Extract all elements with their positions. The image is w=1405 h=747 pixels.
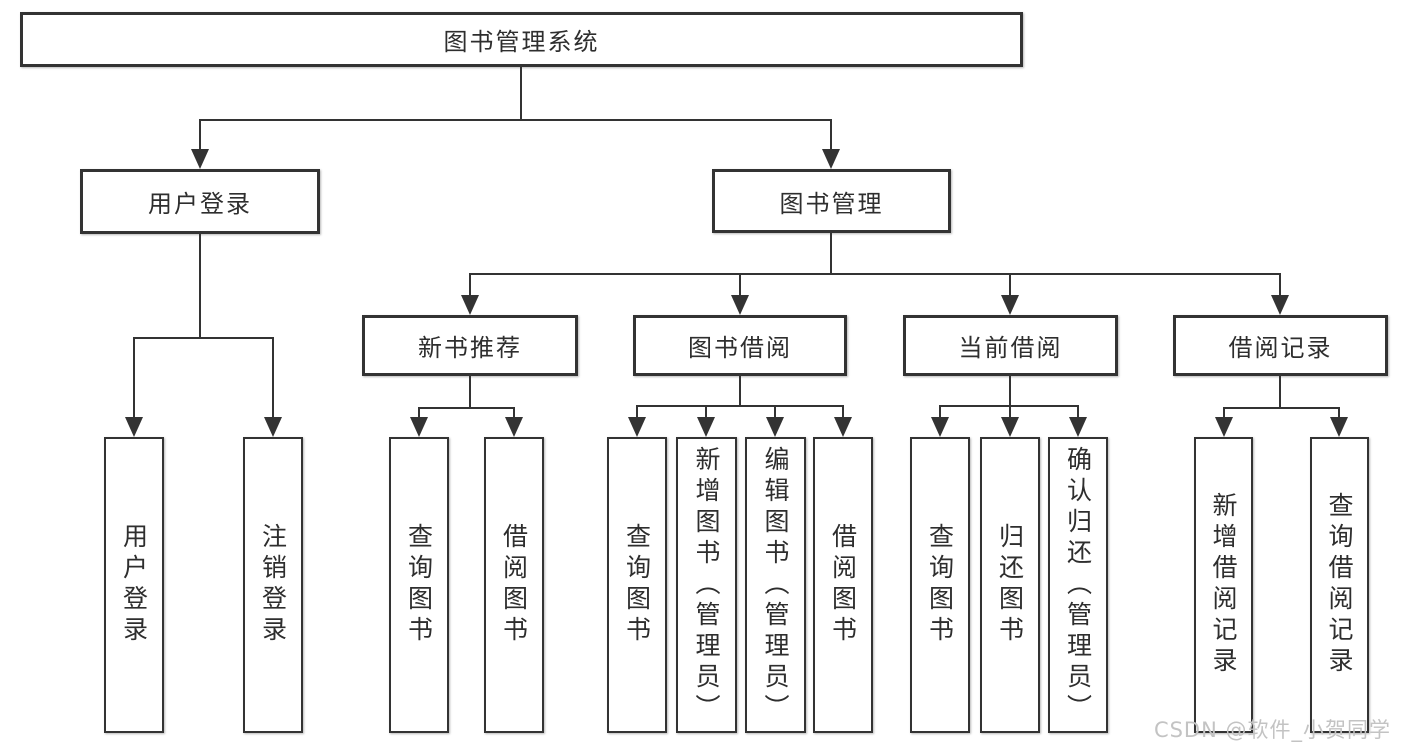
arrow-down-icon [505,417,523,437]
leaf-borrow-books-borrowing: 借阅图书 [813,437,873,733]
connector-line [830,119,832,151]
connector-line [636,405,844,407]
arrow-down-icon [1069,417,1087,437]
arrow-down-icon [191,149,209,169]
connector-line [705,405,707,419]
arrow-down-icon [410,417,428,437]
arrow-down-icon [1330,417,1348,437]
connector-line [272,337,274,419]
arrow-down-icon [1215,417,1233,437]
leaf-add-book-admin: 新增图书（管理员） [676,437,737,733]
node-user-login: 用户登录 [80,169,320,234]
node-new-book-recommendation: 新书推荐 [362,315,578,376]
connector-line [133,337,274,339]
connector-line [418,407,514,409]
connector-line [1009,405,1011,419]
arrow-down-icon [834,417,852,437]
leaf-user-login-label: 用户登录 [119,523,149,647]
connector-line [199,119,201,151]
leaf-user-login: 用户登录 [104,437,164,733]
arrow-down-icon [931,417,949,437]
leaf-return-book: 归还图书 [980,437,1040,733]
connector-line [418,407,420,419]
leaf-add-borrow-record: 新增借阅记录 [1194,437,1253,733]
leaf-query-borrow-record: 查询借阅记录 [1310,437,1369,733]
node-current-borrowing: 当前借阅 [903,315,1118,376]
leaf-borrow-books-borrowing-label: 借阅图书 [828,523,858,647]
arrow-down-icon [766,417,784,437]
connector-line [1223,407,1225,419]
leaf-query-books-borrowing: 查询图书 [607,437,667,733]
connector-line [830,233,832,273]
leaf-confirm-return-admin-label: 确认归还（管理员） [1063,445,1093,725]
arrow-down-icon [1001,295,1019,315]
node-library-management-system: 图书管理系统 [20,12,1023,67]
arrow-down-icon [125,417,143,437]
arrow-down-icon [1001,417,1019,437]
leaf-logout-label: 注销登录 [258,523,288,647]
leaf-add-book-admin-label: 新增图书（管理员） [692,445,721,725]
arrow-down-icon [697,417,715,437]
arrow-down-icon [461,295,479,315]
leaf-confirm-return-admin: 确认归还（管理员） [1048,437,1108,733]
arrow-down-icon [1271,295,1289,315]
leaf-query-books-recommendation-label: 查询图书 [404,523,434,647]
leaf-query-books-current-label: 查询图书 [925,523,955,647]
watermark: CSDN @软件_小贺同学 [1153,718,1391,742]
connector-line [469,376,471,407]
connector-line [1223,407,1339,409]
connector-line [1077,405,1079,419]
connector-line [739,273,741,297]
leaf-query-books-borrowing-label: 查询图书 [622,523,652,647]
leaf-edit-book-admin-label: 编辑图书（管理员） [761,445,790,725]
arrow-down-icon [628,417,646,437]
leaf-logout: 注销登录 [243,437,303,733]
leaf-return-book-label: 归还图书 [995,523,1025,647]
connector-line [133,337,135,419]
leaf-query-books-current: 查询图书 [910,437,970,733]
connector-line [939,405,941,419]
connector-line [1279,376,1281,407]
connector-line [469,273,1281,275]
connector-line [199,234,201,337]
node-borrowing-records: 借阅记录 [1173,315,1388,376]
connector-line [636,405,638,419]
connector-line [513,407,515,419]
leaf-query-borrow-record-label: 查询借阅记录 [1325,492,1354,678]
connector-line [842,405,844,419]
leaf-query-books-recommendation: 查询图书 [389,437,449,733]
leaf-add-borrow-record-label: 新增借阅记录 [1209,492,1238,678]
connector-line [469,273,471,297]
arrow-down-icon [731,295,749,315]
arrow-down-icon [822,149,840,169]
leaf-borrow-books-recommendation-label: 借阅图书 [499,523,529,647]
connector-line [1009,376,1011,405]
connector-line [520,67,522,119]
connector-line [774,405,776,419]
node-book-borrowing: 图书借阅 [633,315,847,376]
node-book-management: 图书管理 [712,169,951,233]
leaf-edit-book-admin: 编辑图书（管理员） [745,437,806,733]
connector-line [1338,407,1340,419]
connector-line [739,376,741,405]
arrow-down-icon [264,417,282,437]
leaf-borrow-books-recommendation: 借阅图书 [484,437,544,733]
connector-line [1279,273,1281,297]
connector-line [199,119,832,121]
connector-line [1009,273,1011,297]
